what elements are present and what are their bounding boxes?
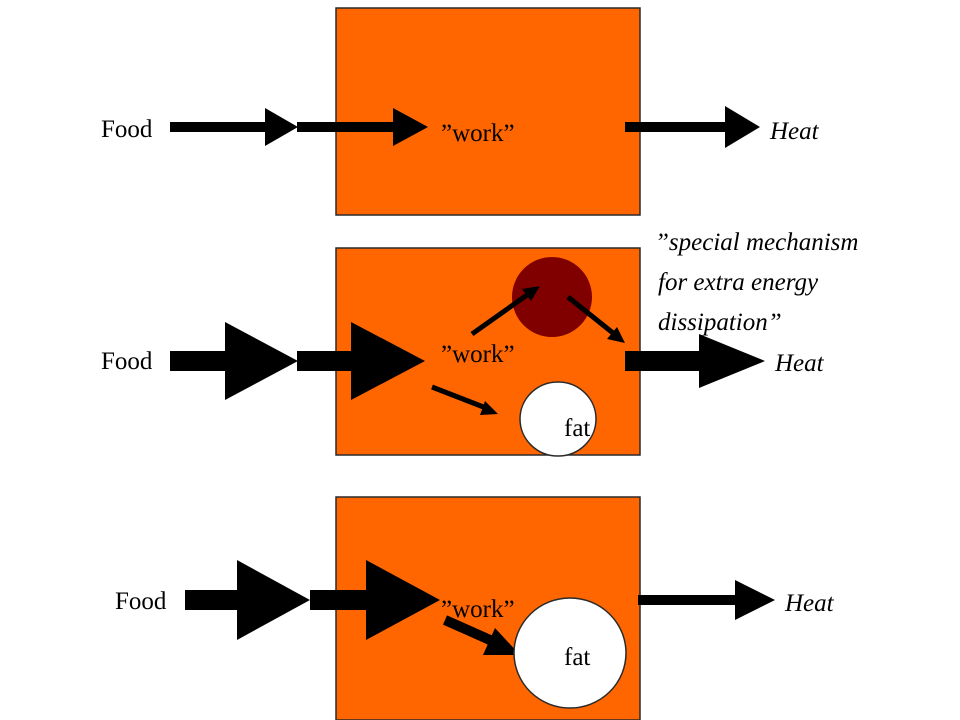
food-label: Food <box>101 116 153 143</box>
work-label: ”work” <box>441 596 515 623</box>
arrow-to-mechanism-head <box>522 286 540 301</box>
arrow-to-fat-head <box>480 401 498 415</box>
food-arrow-1 <box>185 560 310 640</box>
heat-arrow <box>625 106 760 148</box>
heat-label: Heat <box>774 350 825 377</box>
food-arrow-1 <box>170 108 298 146</box>
food-label: Food <box>115 588 167 615</box>
mechanism-note-line-3: dissipation” <box>658 309 782 336</box>
arrow-to-fat-head <box>483 628 520 655</box>
arrow-to-heat <box>566 295 615 335</box>
fat-ellipse <box>519 381 597 457</box>
heat-label: Heat <box>784 590 835 617</box>
panel-normal: Food ”work” Heat <box>101 7 820 216</box>
fat-ellipse <box>513 597 627 709</box>
mechanism-note-line-2: for extra energy <box>658 269 819 296</box>
heat-arrow <box>638 580 775 620</box>
food-label: Food <box>101 348 153 375</box>
food-arrow-2 <box>297 322 425 400</box>
food-arrow-2 <box>310 560 440 640</box>
arrow-to-heat-head <box>607 327 625 343</box>
arrow-to-fat <box>431 384 487 411</box>
fat-label: fat <box>564 415 590 442</box>
work-label: ”work” <box>441 341 515 368</box>
arrow-to-mechanism <box>470 292 529 337</box>
food-arrow-2 <box>297 108 428 146</box>
panel-dissipation: Food ”work” Heat fat ”special mechanism … <box>101 229 858 457</box>
fat-label: fat <box>564 644 590 671</box>
mechanism-note-line-1: ”special mechanism <box>655 229 858 256</box>
panel-fat-storage: Food ”work” Heat fat <box>115 496 835 720</box>
special-mechanism-circle <box>512 257 592 337</box>
arrow-to-fat <box>442 615 493 645</box>
work-label: ”work” <box>441 120 515 147</box>
heat-label: Heat <box>769 118 820 145</box>
body-box <box>335 7 641 216</box>
heat-arrow <box>625 334 765 388</box>
food-arrow-1 <box>170 322 298 400</box>
